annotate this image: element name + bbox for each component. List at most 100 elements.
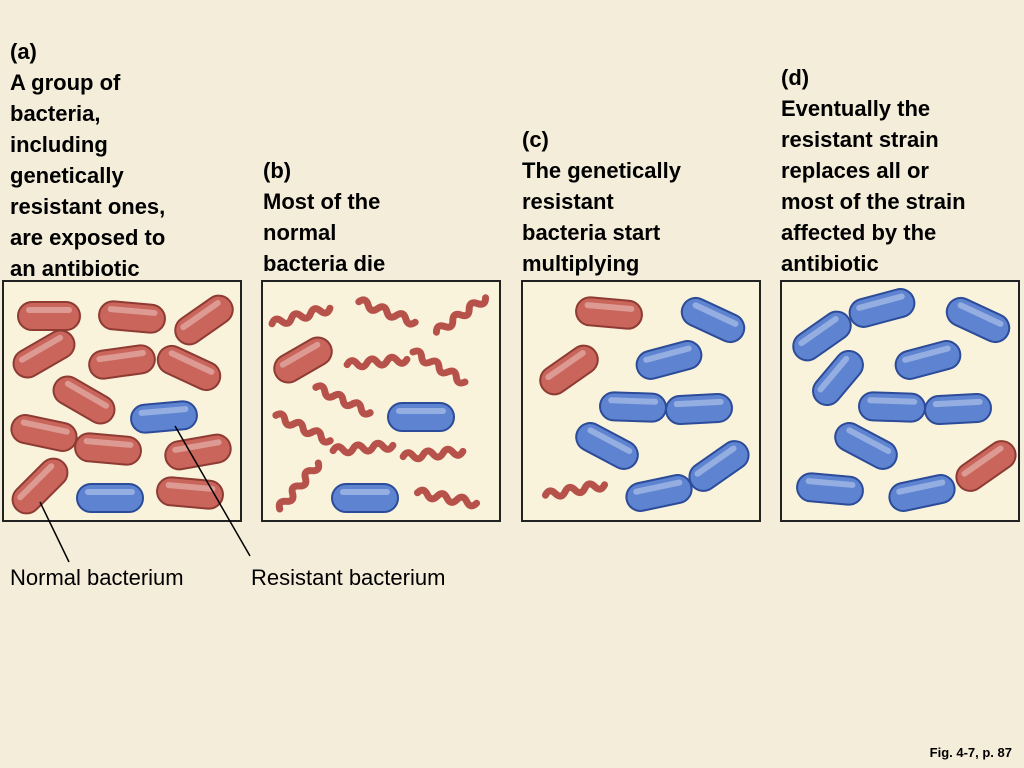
dead-bacterium xyxy=(355,296,419,328)
bacterium-highlight xyxy=(692,302,739,327)
caption-line: A group of xyxy=(10,70,121,95)
bacterium-highlight xyxy=(932,398,983,408)
caption-line: resistant xyxy=(522,189,614,214)
bacterium-highlight xyxy=(856,293,905,311)
resistant-bacterium xyxy=(834,422,898,470)
normal-bacterium xyxy=(174,294,234,346)
bacterium-highlight xyxy=(587,427,633,455)
bacterium-highlight xyxy=(17,463,55,501)
resistant-bacterium xyxy=(688,440,750,492)
resistant-bacterium xyxy=(665,393,733,425)
bacterium-highlight xyxy=(673,398,724,408)
bacterium-highlight xyxy=(798,316,839,347)
dead-bacterium xyxy=(312,382,374,418)
normal-bacterium xyxy=(273,336,333,384)
normal-bacterium xyxy=(11,457,69,515)
caption-tag: (c) xyxy=(522,127,549,152)
bacterium-highlight xyxy=(961,445,1004,477)
bacteria-group xyxy=(792,288,1017,512)
caption-line: are exposed to xyxy=(10,225,166,250)
dead-bacterium xyxy=(268,304,334,328)
caption-line: bacteria die xyxy=(263,251,386,276)
bacterium-highlight xyxy=(867,397,918,405)
bacterium-highlight xyxy=(96,349,146,363)
bacteria-group xyxy=(539,296,750,512)
normal-bacterium xyxy=(539,344,599,396)
dead-bacterium xyxy=(541,480,609,500)
resistant-bacterium xyxy=(76,483,144,513)
normal-bacterium xyxy=(98,300,166,334)
bacterium-highlight xyxy=(18,334,64,363)
panel-a-drawing xyxy=(10,294,234,515)
bacterium-highlight xyxy=(168,350,215,375)
normal-bacterium xyxy=(575,296,643,330)
resistant-bacterium xyxy=(331,483,399,513)
dead-bacterium xyxy=(432,294,490,336)
caption-line: genetically xyxy=(10,163,124,188)
normal-bacterium xyxy=(88,344,156,380)
resistant-bacterium xyxy=(858,391,926,423)
caption-line: Most of the xyxy=(263,189,381,214)
bacterium-highlight xyxy=(608,397,659,405)
caption-line: replaces all or xyxy=(781,158,929,183)
bacterium-highlight xyxy=(633,479,683,495)
resistant-bacterium xyxy=(792,310,852,362)
caption-line: affected by the xyxy=(781,220,937,245)
caption-c: (c) The genetically resistant bacteria s… xyxy=(522,124,681,279)
panel-d xyxy=(780,280,1020,522)
panel-c-drawing xyxy=(539,296,750,512)
resistant-bacterium xyxy=(599,391,667,423)
resistant-bacterium-label: Resistant bacterium xyxy=(251,565,446,590)
bacterium-highlight xyxy=(817,355,850,393)
resistant-bacterium xyxy=(680,296,746,344)
resistant-bacterium xyxy=(888,474,956,512)
bacterium-highlight xyxy=(805,478,856,488)
bacteria-group xyxy=(268,294,490,513)
dead-bacterium xyxy=(343,353,411,371)
bacterium-highlight xyxy=(20,419,70,435)
caption-tag: (b) xyxy=(263,158,292,183)
dead-bacterium xyxy=(413,486,481,510)
normal-bacterium-label: Normal bacterium xyxy=(10,565,184,590)
caption-line: resistant ones, xyxy=(10,194,166,219)
bacterium-highlight xyxy=(26,307,72,313)
dead-bacterium xyxy=(275,459,323,513)
figure-reference: Fig. 4-7, p. 87 xyxy=(929,745,1012,760)
dead-bacterium xyxy=(272,410,334,446)
normal-bacterium xyxy=(156,476,224,510)
caption-line: normal xyxy=(263,220,337,245)
bacterium-highlight xyxy=(340,489,390,495)
caption-line: an antibiotic xyxy=(10,256,140,281)
panel-a xyxy=(2,280,242,522)
resistant-bacterium xyxy=(625,474,693,512)
resistant-bacterium xyxy=(812,349,864,407)
normal-bacterium xyxy=(52,375,116,425)
bacterium-highlight xyxy=(138,406,189,416)
resistant-bacterium xyxy=(387,402,455,432)
normal-bacterium xyxy=(156,344,222,392)
normal-bacterium xyxy=(955,440,1017,492)
panel-b xyxy=(261,280,501,522)
resistant-bacterium xyxy=(130,400,198,434)
bacteria-group xyxy=(10,294,234,515)
panel-d-drawing xyxy=(792,288,1017,512)
normal-bacterium xyxy=(12,329,76,379)
caption-b: (b) Most of the normal bacteria die xyxy=(263,155,385,279)
bacterium-highlight xyxy=(64,380,110,409)
caption-line: bacteria start xyxy=(522,220,661,245)
caption-line: resistant strain xyxy=(781,127,939,152)
bacterium-highlight xyxy=(180,300,221,331)
resistant-bacterium xyxy=(924,393,992,425)
resistant-bacterium xyxy=(635,340,703,380)
bacterium-highlight xyxy=(85,489,135,495)
bacterium-highlight xyxy=(107,306,158,316)
caption-tag: (d) xyxy=(781,65,810,90)
caption-a: (a) A group of bacteria, including genet… xyxy=(10,36,165,284)
bacterium-highlight xyxy=(396,408,446,414)
normal-bacterium xyxy=(17,301,81,331)
resistant-bacterium xyxy=(945,296,1011,344)
bacterium-highlight xyxy=(83,438,134,448)
normal-bacterium xyxy=(74,432,142,466)
caption-line: multiplying xyxy=(522,251,640,276)
bacterium-highlight xyxy=(643,345,692,363)
